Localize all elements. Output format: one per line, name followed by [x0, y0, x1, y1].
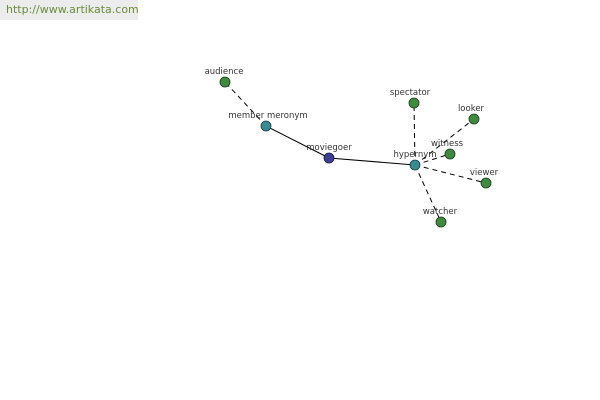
node-label: audience [205, 67, 244, 77]
leaf-node-icon [480, 177, 492, 189]
node-watcher[interactable]: watcher [423, 207, 458, 228]
edge-moviegoer-member-meronym [265, 125, 330, 159]
node-label: spectator [390, 88, 431, 98]
node-audience[interactable]: audience [205, 67, 244, 88]
edge-hypernym-viewer [414, 164, 487, 184]
node-moviegoer[interactable]: moviegoer [306, 143, 352, 164]
relation-node-icon [409, 159, 421, 171]
node-member-meronym[interactable]: member meronym [228, 111, 308, 132]
node-label: watcher [423, 207, 458, 217]
node-label: looker [458, 104, 485, 114]
node-label: viewer [470, 168, 499, 178]
node-viewer[interactable]: viewer [470, 168, 499, 189]
node-label: member meronym [228, 111, 307, 121]
center-node-icon [323, 152, 335, 164]
url-banner: http://www.artikata.com [0, 0, 139, 20]
node-label: hypernym [393, 150, 436, 160]
relation-node-icon [260, 120, 272, 132]
node-label: witness [431, 139, 464, 149]
node-label: moviegoer [306, 143, 352, 153]
leaf-node-icon [444, 148, 456, 160]
edge-hypernym-spectator [413, 102, 416, 166]
leaf-node-icon [435, 216, 447, 228]
leaf-node-icon [408, 97, 420, 109]
edge-hypernym-watcher [414, 164, 442, 223]
leaf-node-icon [219, 76, 231, 88]
watermark-url[interactable]: http://www.artikata.com [6, 3, 139, 16]
edge-moviegoer-hypernym [328, 157, 416, 166]
leaf-node-icon [468, 113, 480, 125]
edge-member-meronym-audience [224, 81, 267, 127]
node-spectator[interactable]: spectator [390, 88, 431, 109]
node-looker[interactable]: looker [458, 104, 485, 125]
node-witness[interactable]: witness [431, 139, 464, 160]
node-hypernym[interactable]: hypernym [393, 150, 437, 171]
edge-hypernym-looker [414, 118, 475, 166]
edge-hypernym-witness [414, 153, 451, 166]
